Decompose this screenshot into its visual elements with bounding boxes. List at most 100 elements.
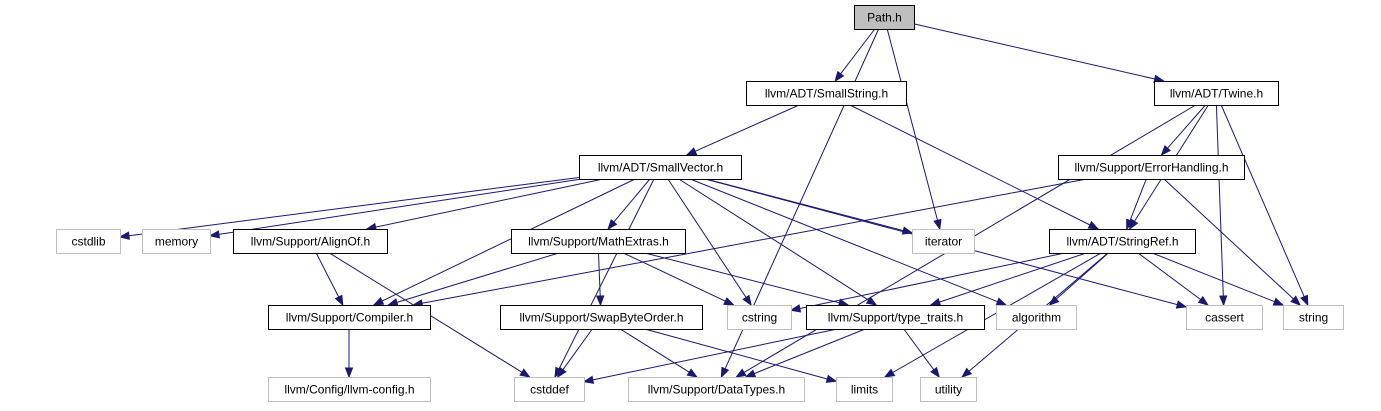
edge-line (598, 252, 601, 297)
node-llvm-support-swapbyteorder-h[interactable]: llvm/Support/SwapByteOrder.h (500, 305, 703, 330)
node-box (727, 305, 792, 330)
node-cstdlib: cstdlib (56, 229, 121, 254)
node-label: llvm/Support/SwapByteOrder.h (519, 311, 683, 325)
arrow-head-icon (1160, 145, 1171, 157)
node-llvm-adt-smallvector-h[interactable]: llvm/ADT/SmallVector.h (579, 155, 742, 180)
node-limits: limits (836, 377, 893, 402)
node-algorithm: algorithm (996, 305, 1077, 330)
arrow-head-icon (685, 147, 698, 156)
arrow-head-icon (735, 368, 747, 378)
node-cassert: cassert (1186, 305, 1263, 330)
node-box (746, 81, 907, 106)
node-label: llvm/Support/ErrorHandling.h (1074, 161, 1228, 175)
edge-twine-to-errorhandling (1160, 104, 1206, 157)
arrow-head-icon (1219, 295, 1228, 307)
arrow-head-icon (1126, 218, 1135, 231)
node-llvm-adt-smallstring-h[interactable]: llvm/ADT/SmallString.h (746, 81, 907, 106)
edge-line (1055, 252, 1109, 300)
edge-line (1220, 104, 1305, 297)
node-llvm-support-type-traits-h[interactable]: llvm/Support/type_traits.h (806, 305, 985, 330)
node-label: llvm/ADT/Twine.h (1170, 87, 1263, 101)
edge-line (381, 178, 636, 302)
arrow-head-icon (372, 297, 385, 306)
edge-line (840, 28, 876, 75)
edge-swapbyteorder-to-cstddef (556, 328, 593, 379)
edge-line (623, 252, 726, 302)
edge-typetraits-to-utility (903, 328, 941, 379)
node-box (628, 377, 805, 402)
arrow-head-icon (1175, 300, 1188, 309)
node-box (268, 377, 431, 402)
arrow-head-icon (582, 375, 595, 384)
node-label: cstddef (530, 383, 569, 397)
edge-smallvector-to-memory (208, 178, 582, 239)
arrow-head-icon (1272, 297, 1285, 306)
node-box (854, 5, 915, 30)
node-llvm-support-errorhandling-h[interactable]: llvm/Support/ErrorHandling.h (1058, 155, 1245, 180)
edge-line (128, 177, 580, 237)
edge-line (849, 104, 1091, 226)
node-label: llvm/ADT/SmallString.h (765, 87, 888, 101)
edge-line (1129, 178, 1147, 221)
arrow-head-icon (386, 298, 399, 307)
edge-line (396, 252, 559, 303)
node-llvm-support-compiler-h[interactable]: llvm/Support/Compiler.h (268, 305, 431, 330)
arrow-head-icon (334, 294, 344, 307)
edge-smallstring-to-stringref (849, 104, 1100, 230)
node-label: llvm/Support/AlignOf.h (251, 235, 370, 249)
node-label: utility (935, 383, 962, 397)
arrow-head-icon (1087, 220, 1100, 230)
edge-line (315, 252, 340, 298)
edge-line (903, 328, 935, 371)
node-llvm-support-datatypes-h: llvm/Support/DataTypes.h (628, 377, 805, 402)
edge-line (218, 178, 582, 235)
node-box (511, 229, 686, 254)
arrow-head-icon (1290, 295, 1302, 306)
node-label: llvm/Support/MathExtras.h (528, 235, 669, 249)
edge-twine-to-string (1220, 104, 1309, 307)
node-box (142, 229, 211, 254)
edge-smallvector-to-compiler (372, 178, 636, 306)
node-cstddef: cstddef (514, 377, 585, 402)
node-box (1049, 229, 1196, 254)
node-box (500, 305, 703, 330)
edge-line (913, 23, 1155, 80)
node-label: cassert (1205, 311, 1244, 325)
node-label: cstring (742, 311, 777, 325)
edge-line (678, 178, 869, 301)
node-box (806, 305, 985, 330)
edge-smallvector-to-cstdlib (118, 177, 580, 240)
arrow-head-icon (929, 297, 942, 307)
node-box (920, 377, 977, 402)
edge-path_h-to-smallstring (834, 28, 876, 83)
edge-twine-to-cassert (1215, 104, 1228, 307)
node-llvm-adt-twine-h[interactable]: llvm/ADT/Twine.h (1154, 81, 1279, 106)
node-llvm-support-alignof-h[interactable]: llvm/Support/AlignOf.h (233, 229, 388, 254)
node-label: Path.h (867, 11, 902, 25)
edge-mathextras-to-compiler (386, 252, 559, 307)
node-label: string (1299, 311, 1328, 325)
edge-mathextras-to-swapbyteorder (595, 252, 605, 307)
node-label: llvm/Config/llvm-config.h (284, 383, 414, 397)
arrow-head-icon (930, 366, 941, 379)
arrow-head-icon (825, 374, 838, 383)
arrow-head-icon (723, 297, 735, 306)
edge-line (1152, 252, 1275, 303)
nodes-layer: Path.h llvm/ADT/SmallString.h llvm/ADT/Twi… (56, 5, 1344, 402)
node-llvm-support-mathextras-h[interactable]: llvm/Support/MathExtras.h (511, 229, 686, 254)
edge-line (619, 328, 690, 373)
edge-smallvector-to-alignof (365, 178, 604, 232)
node-path-h[interactable]: Path.h (854, 5, 915, 30)
edge-line (421, 178, 1087, 304)
edge-swapbyteorder-to-datatypes (619, 328, 698, 378)
node-iterator: iterator (912, 229, 975, 254)
node-box (912, 229, 975, 254)
node-memory: memory (142, 229, 211, 254)
arrow-head-icon (834, 70, 845, 83)
arrow-head-icon (519, 368, 531, 378)
node-box (233, 229, 388, 254)
node-label: cstdlib (71, 235, 105, 249)
node-llvm-adt-stringref-h[interactable]: llvm/ADT/StringRef.h (1049, 229, 1196, 254)
node-label: iterator (925, 235, 962, 249)
node-label: llvm/ADT/SmallVector.h (598, 161, 723, 175)
